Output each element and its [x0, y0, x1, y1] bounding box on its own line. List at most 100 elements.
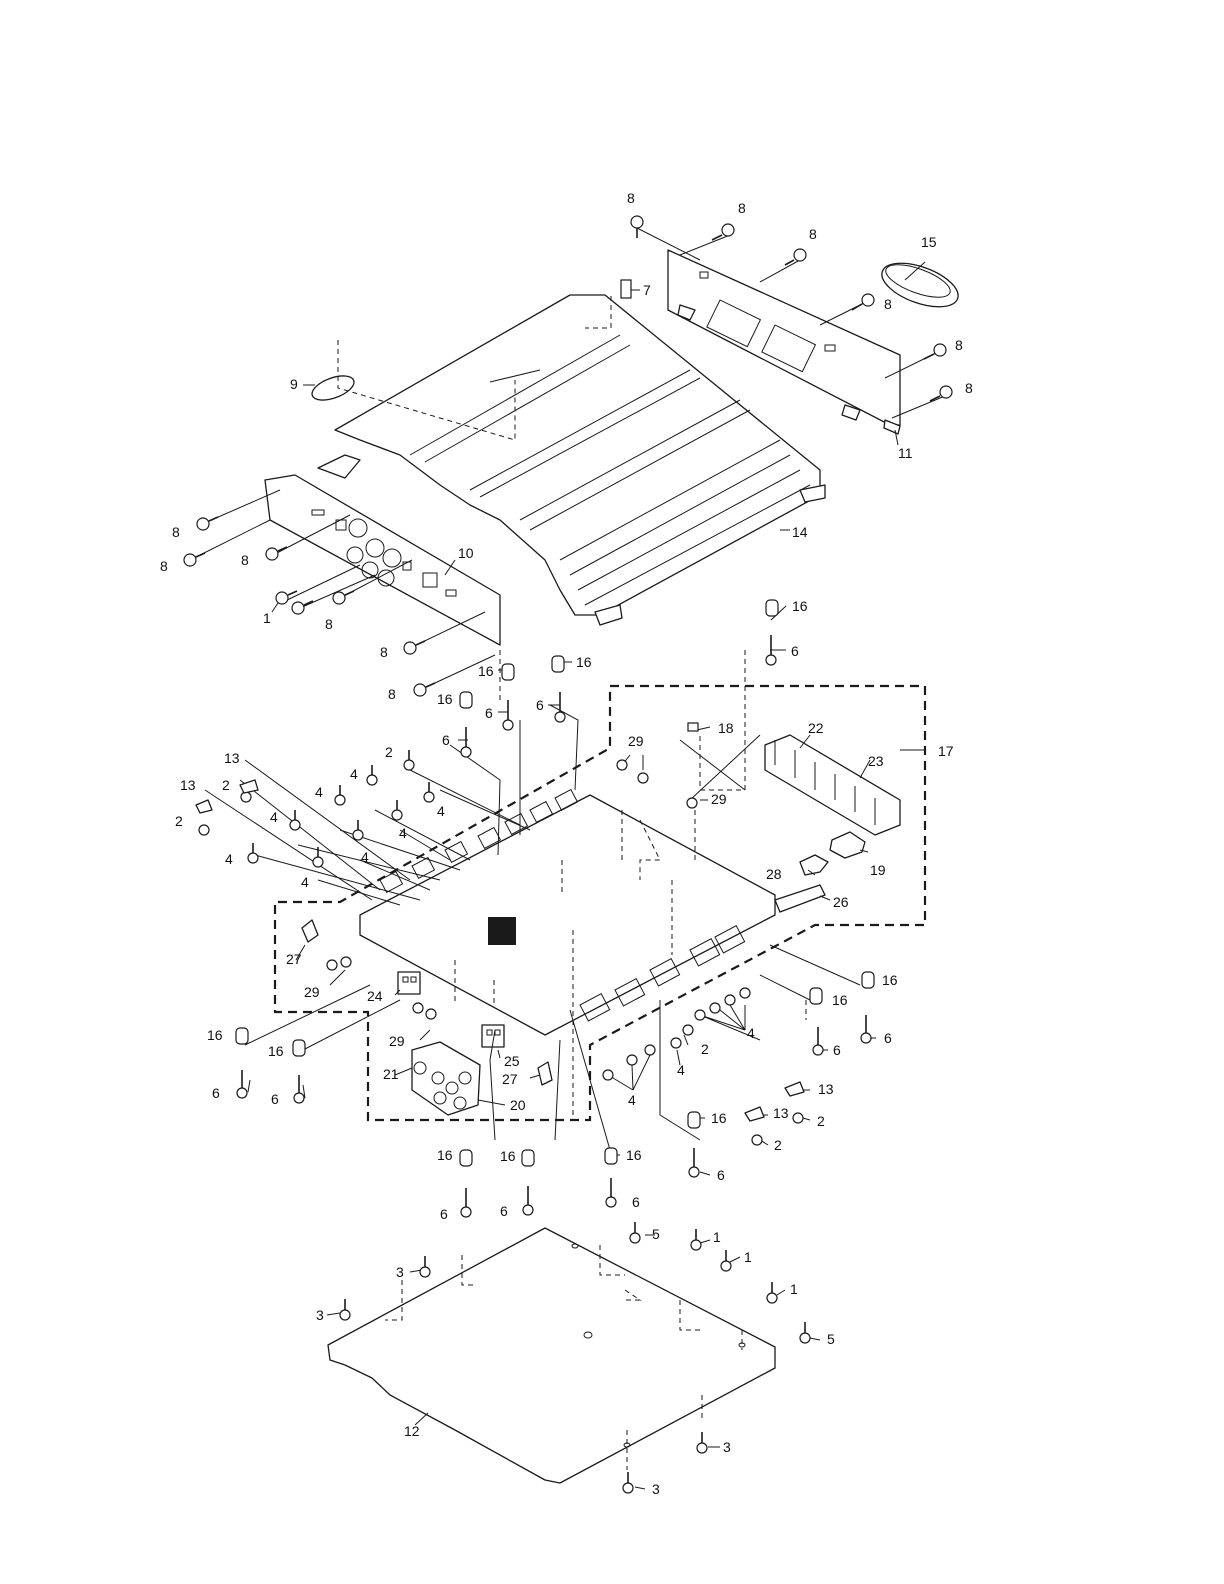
callout-16c: 16 [576, 654, 592, 670]
callout-8h: 8 [160, 558, 168, 574]
screw-icon [294, 1075, 304, 1103]
callout-16e: 16 [207, 1027, 223, 1043]
screw-icon [404, 641, 425, 654]
callout-29a: 29 [628, 733, 644, 749]
callout-8l: 8 [388, 686, 396, 702]
screw-icon [800, 1322, 810, 1343]
screw-icon [414, 683, 435, 696]
bushing-icon [236, 1028, 248, 1044]
screw-icon [237, 1070, 247, 1098]
callout-6h: 6 [884, 1030, 892, 1046]
screw-icon [725, 995, 735, 1005]
screw-icon [691, 1229, 701, 1250]
callout-20: 20 [510, 1097, 526, 1113]
fuse-holder [800, 832, 865, 875]
screw-icon [340, 1299, 350, 1320]
callout-8e: 8 [955, 337, 963, 353]
callout-6b: 6 [485, 705, 493, 721]
screw-icon [623, 1472, 633, 1493]
callout-2e: 2 [817, 1113, 825, 1129]
callout-1b: 1 [713, 1229, 721, 1245]
callout-3c: 3 [723, 1439, 731, 1455]
callout-5a: 5 [652, 1226, 660, 1242]
screw-icon [184, 553, 205, 566]
bushing-icon [552, 656, 564, 672]
bracket-icon [745, 1107, 764, 1121]
callout-28: 28 [766, 866, 782, 882]
screw-icon [461, 1188, 471, 1217]
bushing-icon [766, 600, 778, 616]
screw-icon [523, 1186, 533, 1215]
callout-27a: 27 [286, 951, 302, 967]
callout-13b: 13 [180, 777, 196, 793]
screw-icon [461, 727, 471, 757]
callout-2f: 2 [774, 1137, 782, 1153]
callout-3a: 3 [396, 1264, 404, 1280]
screw-icon [327, 960, 337, 970]
callout-6d: 6 [442, 732, 450, 748]
screw-icon [503, 700, 513, 730]
callout-10: 10 [458, 545, 474, 561]
screw-icon [687, 798, 697, 808]
bracket-icon [785, 1082, 804, 1096]
rca-jack-block [412, 1042, 480, 1115]
callout-26: 26 [833, 894, 849, 910]
callout-6e: 6 [212, 1085, 220, 1101]
screw-icon [341, 957, 351, 967]
callout-1a: 1 [263, 610, 271, 626]
callout-4b: 4 [315, 784, 323, 800]
callout-16f: 16 [268, 1043, 284, 1059]
callout-2d: 2 [701, 1041, 709, 1057]
bushing-icon [522, 1150, 534, 1166]
callout-16d: 16 [437, 691, 453, 707]
screw-icon [861, 1015, 871, 1043]
callout-6i: 6 [717, 1167, 725, 1183]
screw-icon [313, 847, 323, 867]
screw-icon [689, 1148, 699, 1177]
callout-12: 12 [404, 1423, 420, 1439]
clip-icon [688, 723, 698, 731]
callout-3d: 3 [652, 1481, 660, 1497]
screw-icon [630, 1222, 640, 1243]
screw-icon [404, 750, 414, 770]
bushing-icon [460, 692, 472, 708]
screw-icon [697, 1432, 707, 1453]
callout-9: 9 [290, 376, 298, 392]
screw-icon [627, 1055, 637, 1065]
callout-3b: 3 [316, 1307, 324, 1323]
screw-icon [645, 1045, 655, 1055]
bushing-icon [460, 1150, 472, 1166]
callout-6f: 6 [271, 1091, 279, 1107]
screw-icon [197, 517, 218, 530]
callout-8g: 8 [172, 524, 180, 540]
screw-icon [638, 773, 648, 783]
screw-icon [335, 785, 345, 805]
callout-16g: 16 [882, 972, 898, 988]
screw-icon [248, 843, 258, 863]
callout-2a: 2 [385, 744, 393, 760]
callout-11: 11 [898, 445, 913, 461]
callout-15: 15 [921, 234, 937, 250]
callout-8f: 8 [965, 380, 973, 396]
screw-icon [276, 591, 297, 604]
callout-29b: 29 [711, 791, 727, 807]
callout-4e: 4 [270, 809, 278, 825]
callout-21: 21 [383, 1066, 399, 1082]
screw-icon [424, 782, 434, 802]
screw-icon [721, 1250, 731, 1271]
screw-icon [695, 1010, 705, 1020]
main-pcb [360, 790, 775, 1035]
screw-icon [603, 1070, 613, 1080]
callout-4a: 4 [350, 766, 358, 782]
callout-4k: 4 [628, 1092, 636, 1108]
screw-icon [241, 792, 251, 802]
screw-icon [631, 216, 643, 238]
callout-8d: 8 [884, 296, 892, 312]
sub-board [775, 885, 825, 912]
callout-7: 7 [643, 282, 651, 298]
callout-27b: 27 [502, 1071, 518, 1087]
callout-13d: 13 [773, 1105, 789, 1121]
callout-8c: 8 [809, 226, 817, 242]
cover-mask-block [488, 917, 516, 945]
